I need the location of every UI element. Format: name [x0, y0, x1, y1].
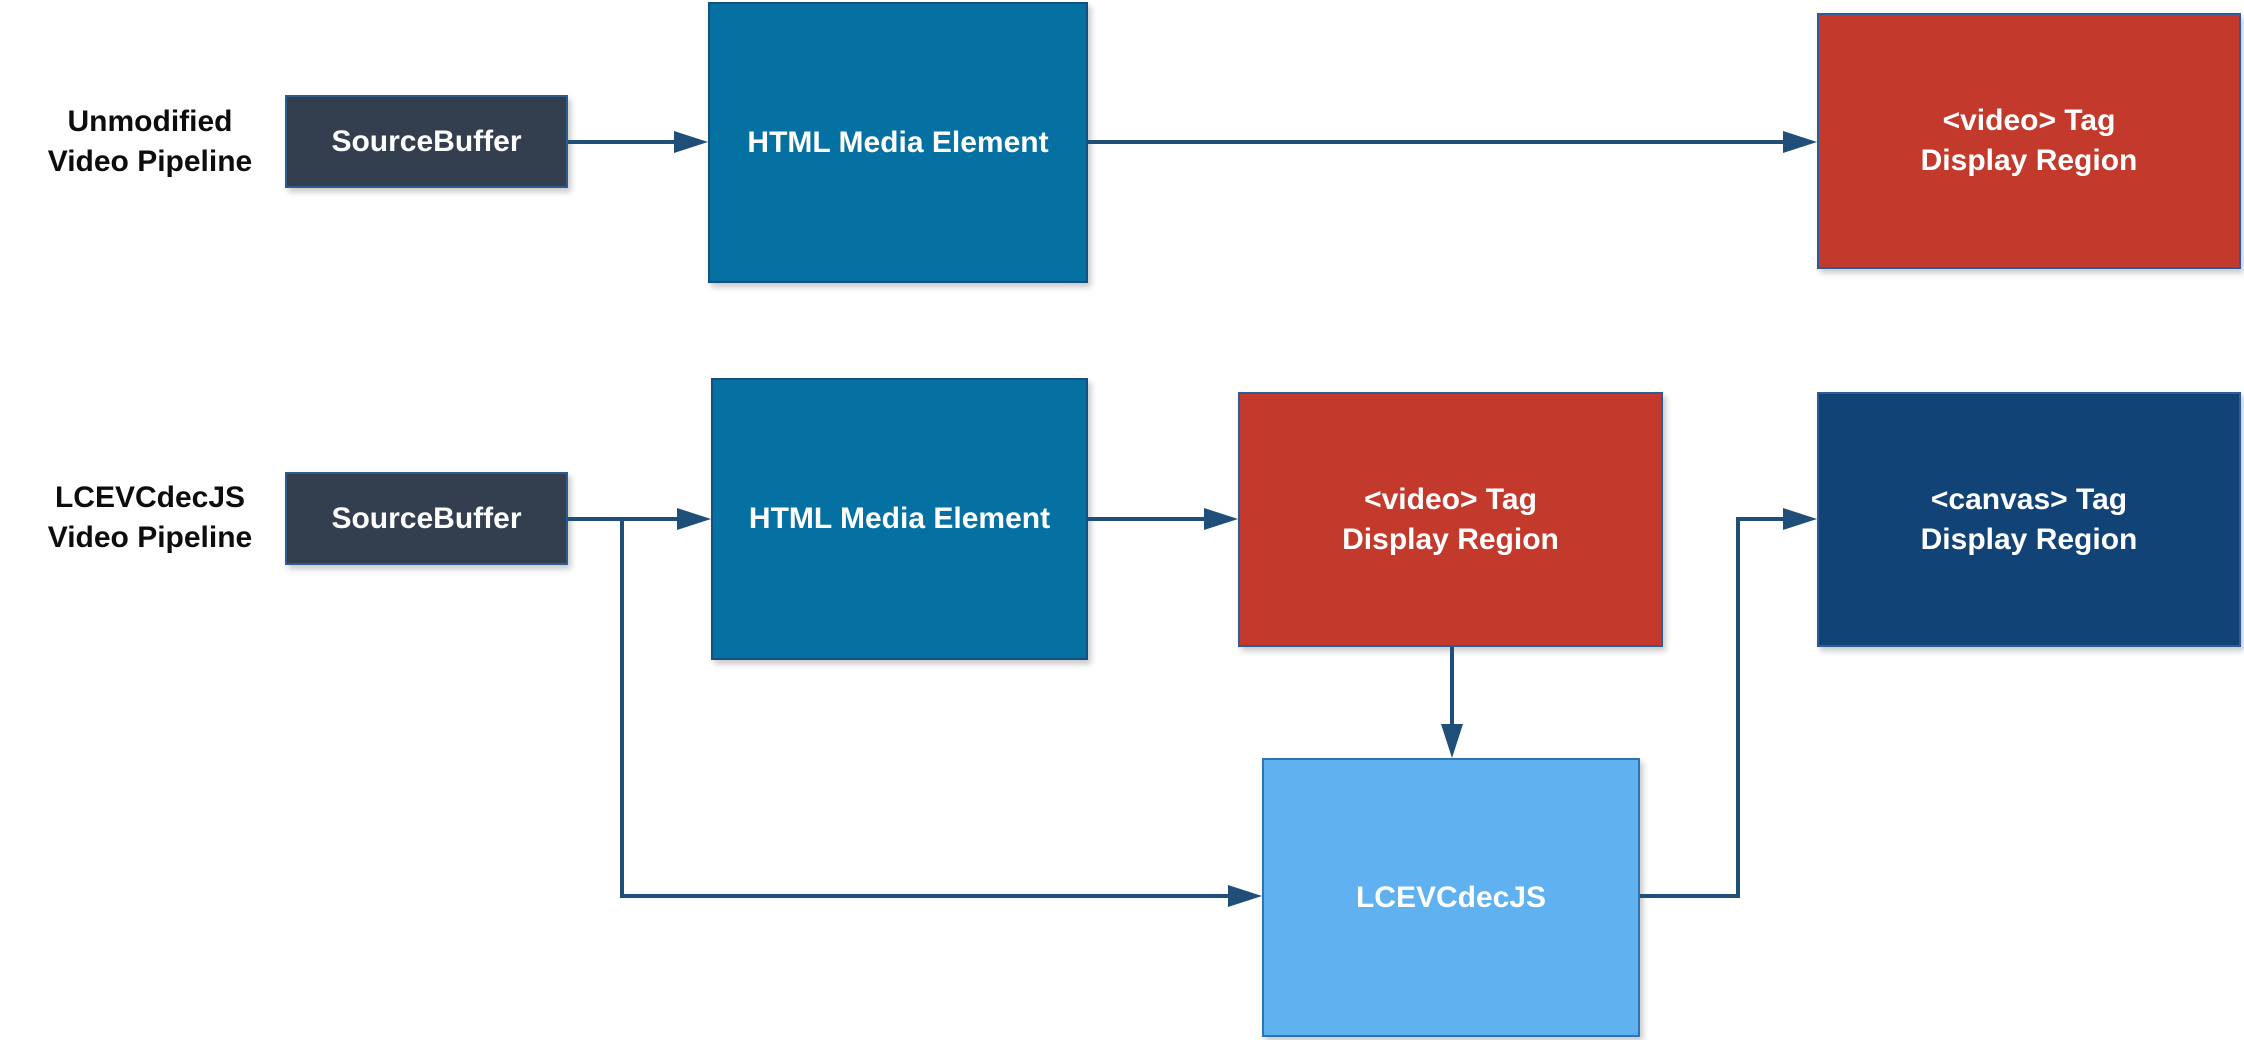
node-video-tag-lcevcdecjs: <video> Tag Display Region — [1238, 392, 1663, 647]
pipeline-label-lcevcdecjs: LCEVCdecJS Video Pipeline — [10, 478, 290, 558]
connector-decoder-to-canvas-up-line — [1736, 517, 1740, 896]
node-sourcebuffer-lcevcdecjs: SourceBuffer — [285, 472, 568, 565]
connector-media-to-video-line — [1088, 140, 1785, 144]
connector-decoder-to-canvas-in-line — [1738, 517, 1785, 521]
node-media-element-lcevcdecjs: HTML Media Element — [711, 378, 1088, 660]
node-video-tag-unmodified: <video> Tag Display Region — [1817, 13, 2241, 269]
node-label-line1: <video> Tag — [1364, 482, 1537, 516]
connector-media-to-video-line — [1088, 517, 1206, 521]
pipeline-label-line1: Unmodified — [67, 105, 233, 138]
connector-branch-to-decoder-line — [620, 894, 1230, 898]
node-label: LCEVCdecJS — [1355, 880, 1547, 914]
arrowhead-icon — [1204, 508, 1238, 530]
arrowhead-icon — [677, 508, 711, 530]
connector-decoder-to-canvas-line — [1640, 894, 1740, 898]
node-canvas-tag-lcevcdecjs: <canvas> Tag Display Region — [1817, 392, 2241, 647]
node-label: HTML Media Element — [748, 502, 1051, 535]
pipeline-label-line1: LCEVCdecJS — [54, 481, 246, 514]
node-label: HTML Media Element — [747, 125, 1049, 159]
node-sourcebuffer-unmodified: SourceBuffer — [285, 95, 568, 188]
arrowhead-icon — [674, 131, 708, 153]
node-label-line1: <canvas> Tag — [1930, 482, 2128, 516]
arrowhead-icon — [1228, 885, 1262, 907]
node-decoder-lcevcdecjs: LCEVCdecJS — [1262, 758, 1640, 1037]
node-label-line2: Display Region — [1342, 522, 1559, 556]
connector-video-to-decoder-line — [1450, 647, 1454, 726]
pipeline-label-line2: Video Pipeline — [47, 521, 253, 554]
node-label-line1: <video> Tag — [1942, 104, 2116, 137]
node-label: SourceBuffer — [331, 124, 522, 158]
pipeline-label-unmodified: Unmodified Video Pipeline — [10, 102, 290, 182]
arrowhead-icon — [1783, 131, 1817, 153]
node-label-line2: Display Region — [1920, 522, 2138, 556]
arrowhead-icon — [1783, 508, 1817, 530]
node-media-element-unmodified: HTML Media Element — [708, 2, 1088, 283]
node-label-line2: Display Region — [1920, 144, 2138, 177]
connector-sourcebuffer-branch-down-line — [620, 519, 624, 896]
arrowhead-icon — [1441, 724, 1463, 758]
pipeline-label-line2: Video Pipeline — [47, 145, 253, 178]
connector-sourcebuffer-to-media-line — [568, 140, 676, 144]
node-label: SourceBuffer — [331, 501, 522, 535]
